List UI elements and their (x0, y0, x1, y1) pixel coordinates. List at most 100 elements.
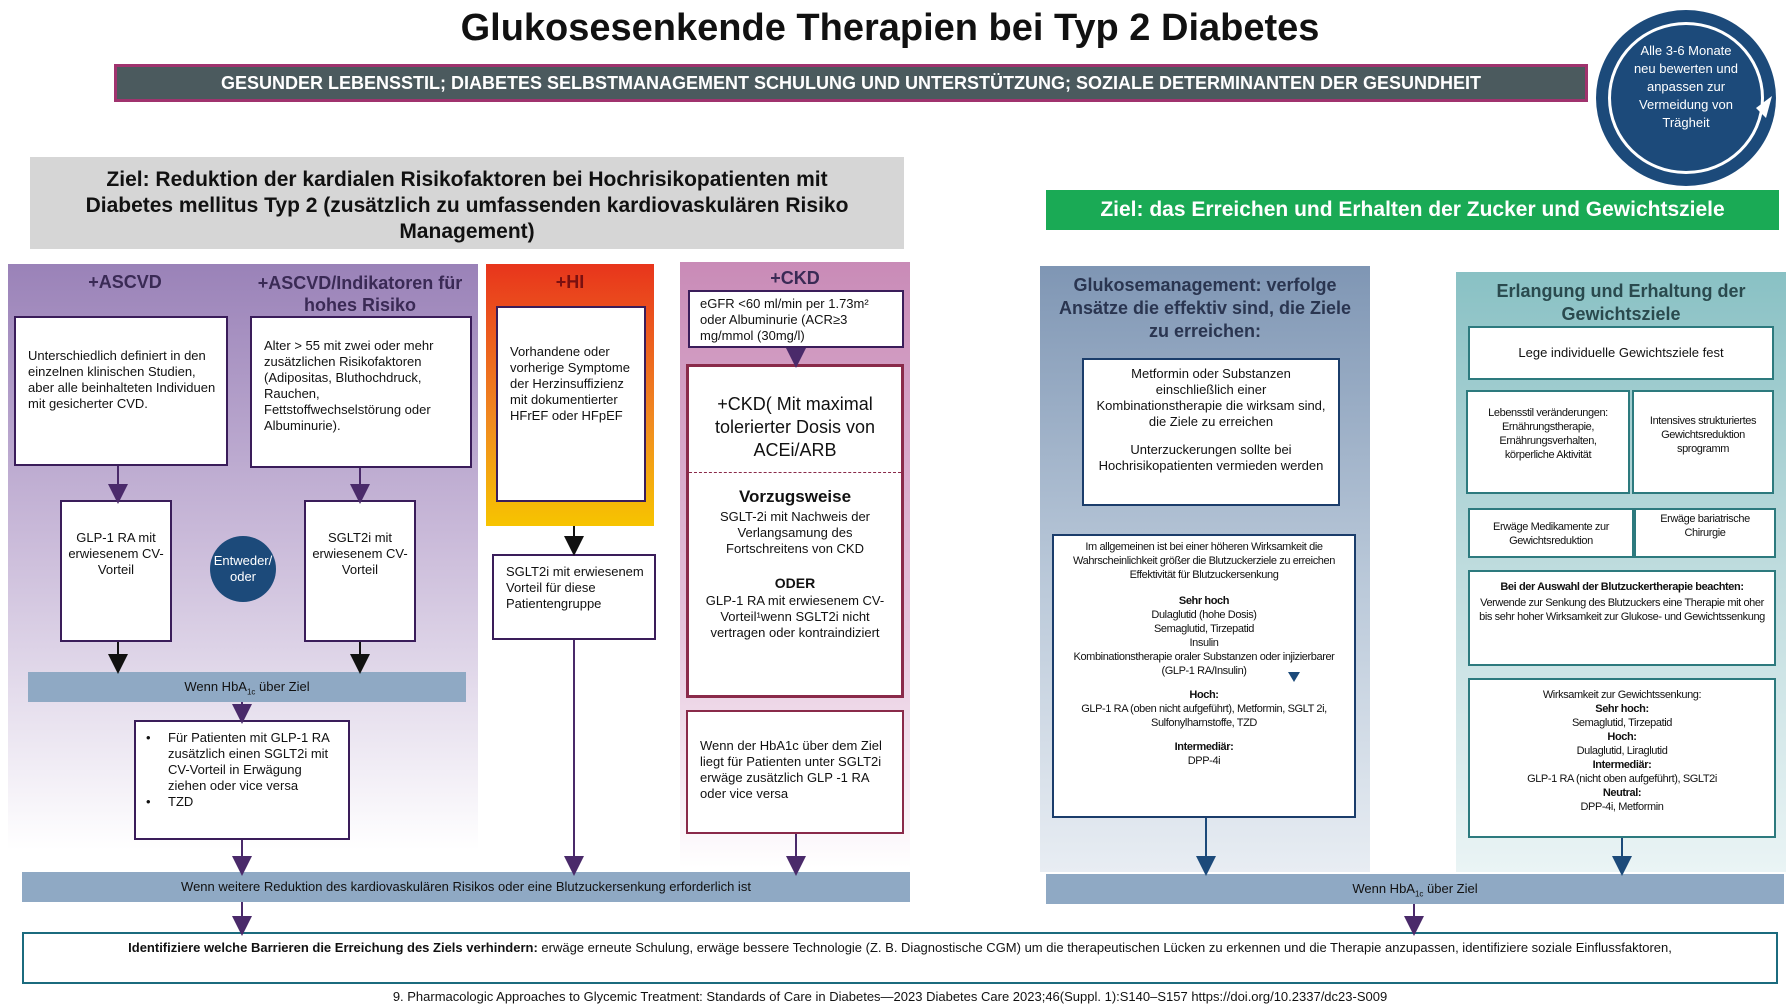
metformin-box: Metformin oder Substanzen einschließlich… (1082, 358, 1340, 506)
weight-header: Erlangung und Erhaltung der Gewichtsziel… (1496, 281, 1746, 324)
weight-efficacy-title: Wirksamkeit zur Gewichtssenkung: (1542, 689, 1702, 701)
hba1c-bar-right-end: über Ziel (1423, 881, 1478, 896)
therapy-choice-text: Verwende zur Senkung des Blutzuckers ein… (1479, 597, 1765, 623)
intensive-program-text: Intensives strukturiertes Gewichtsredukt… (1649, 415, 1757, 455)
very-high-item2: Semaglutid, Tirzepatid (1153, 623, 1255, 635)
further-reduction-bar: Wenn weitere Reduktion des kardiovaskulä… (22, 872, 910, 902)
hi-sglt2i-text: SGLT2i mit erwiesenem Vorteil für diese … (506, 564, 644, 611)
weight-high-title: Hoch: (1607, 731, 1637, 743)
hba1c-bar-right-text: Wenn HbA (1352, 881, 1415, 896)
ckd-followup-box: Wenn der HbA1c über dem Ziel liegt für P… (686, 710, 904, 834)
hi-description: Vorhandene oder vorherige Symptome der H… (496, 306, 646, 502)
right-goal-header: Ziel: das Erreichen und Erhalten der Zuc… (1046, 190, 1779, 230)
weight-meds-text: Erwäge Medikamente zur Gewichtsreduktion (1493, 521, 1609, 547)
weight-neutral-title: Neutral: (1602, 787, 1642, 799)
sglt2i-cv-box: SGLT2i mit erwiesenem CV-Vorteil (304, 500, 416, 642)
very-high-item3: Insulin (1189, 637, 1219, 649)
weight-neutral-text: DPP-4i, Metformin (1580, 801, 1664, 813)
cycle-inner-ring (1608, 22, 1764, 174)
glucose-efficacy-intro: Im allgemeinen ist bei einer höheren Wir… (1073, 541, 1335, 567)
cycle-text: Alle 3-6 Monate neu bewerten und anpasse… (1633, 43, 1739, 130)
very-high-item4: Kombinationstherapie oraler Substanzen o… (1073, 651, 1335, 677)
cycle-arrow-icon (1756, 96, 1772, 118)
lifestyle-banner: GESUNDER LEBENSSTIL; DIABETES SELBSTMANA… (114, 64, 1588, 102)
ckd-header: +CKD (770, 268, 820, 288)
ckd-therapy-box: +CKD( Mit maximal tolerierter Dosis von … (686, 364, 904, 698)
hi-header: +HI (555, 272, 585, 292)
lifestyle-banner-text: GESUNDER LEBENSSTIL; DIABETES SELBSTMANA… (220, 73, 1482, 93)
intensive-program-box: Intensives strukturiertes Gewichtsredukt… (1632, 390, 1774, 494)
hba1c-bar-left-end: über Ziel (255, 679, 310, 694)
ascvd-header: +ASCVD (88, 272, 162, 292)
bariatric-surgery-box: Erwäge bariatrische Chirurgie (1634, 508, 1776, 558)
reassess-cycle: Alle 3-6 Monate neu bewerten und anpasse… (1596, 10, 1776, 186)
barriers-bold: Identifiziere welche Barrieren die Errei… (128, 940, 538, 955)
citation: 9. Pharmacologic Approaches to Glycemic … (392, 989, 1388, 1004)
ckd-preferred-title: Vorzugsweise (738, 487, 852, 506)
hypoglycemia-text: Unterzuckerungen sollte bei Hochrisikopa… (1098, 442, 1324, 473)
weight-meds-box: Erwäge Medikamente zur Gewichtsreduktion (1468, 508, 1634, 558)
high-title: Hoch: (1189, 689, 1219, 701)
ascvd-risk-description-text: Alter > 55 mit zwei oder mehr zusätzlich… (264, 338, 434, 433)
weight-very-high-text: Semaglutid, Tirzepatid (1571, 717, 1673, 729)
ckd-dose-text: +CKD( Mit maximal tolerierter Dosis von … (714, 394, 876, 460)
lifestyle-change-box: Lebensstil veränderungen: Ernährungsther… (1466, 390, 1630, 494)
barriers-box: Identifiziere welche Barrieren die Errei… (22, 932, 1778, 984)
barriers-text: erwäge erneute Schulung, erwäge bessere … (537, 940, 1672, 955)
further-reduction-text: Wenn weitere Reduktion des kardiovaskulä… (181, 879, 751, 894)
weight-very-high-title: Sehr hoch: (1595, 703, 1649, 715)
ascvd-risk-description: Alter > 55 mit zwei oder mehr zusätzlich… (250, 316, 472, 468)
ckd-alternative-text: GLP-1 RA mit erwiesenem CV-Vorteil¹wenn … (705, 593, 885, 640)
very-high-title: Sehr hoch (1178, 595, 1230, 607)
ckd-criteria: eGFR <60 ml/min per 1.73m² oder Albuminu… (688, 290, 904, 348)
hba1c-bar-left-text: Wenn HbA (184, 679, 247, 694)
glucose-header: Glukosemanagement: verfolge Ansätze die … (1058, 275, 1352, 341)
ckd-divider (689, 472, 901, 473)
glp1-ra-text: GLP-1 RA mit erwiesenem CV-Vorteil (68, 530, 164, 577)
bullet: • (146, 730, 151, 745)
left-goal-header: Ziel: Reduktion der kardialen Risikofakt… (30, 157, 904, 249)
therapy-choice-title: Bei der Auswahl der Blutzuckertherapie b… (1500, 581, 1744, 593)
weight-intermediate-text: GLP-1 RA (nicht oben aufgeführt), SGLT2i (1527, 773, 1717, 785)
ckd-preferred-text: SGLT-2i mit Nachweis der Verlangsamung d… (719, 509, 871, 556)
ascvd-arrows (108, 466, 370, 504)
weight-high-text: Dulaglutid, Liraglutid (1576, 745, 1668, 757)
hba1c-subscript: 1c (246, 687, 256, 697)
glp1-ra-box: GLP-1 RA mit erwiesenem CV-Vorteil (60, 500, 172, 642)
glp1-followup-item2: • TZD (146, 794, 338, 810)
therapy-choice-box: Bei der Auswahl der Blutzuckertherapie b… (1468, 570, 1776, 666)
glp1-followup-item1-text: Für Patienten mit GLP-1 RA zusätzlich ei… (168, 730, 330, 793)
hba1c-over-goal-bar-left: Wenn HbA1c über Ziel (28, 672, 466, 702)
very-high-item1: Dulaglutid (hohe Dosis) (1151, 609, 1257, 621)
ckd-criteria-text: eGFR <60 ml/min per 1.73m² oder Albuminu… (700, 296, 869, 343)
glp1-followup-item1: • Für Patienten mit GLP-1 RA zusätzlich … (146, 730, 338, 794)
drug-to-bar-arrows (108, 526, 584, 674)
bariatric-surgery-text: Erwäge bariatrische Chirurgie (1660, 513, 1750, 539)
metformin-text: Metformin oder Substanzen einschließlich… (1096, 366, 1326, 429)
blue-arrows (1196, 818, 1632, 876)
ascvd-description: Unterschiedlich definiert in den einzeln… (14, 316, 228, 466)
small-triangle-icon (1288, 672, 1300, 682)
glucose-efficacy-label: Effektivität für Blutzuckersenkung (1129, 569, 1279, 581)
weight-intermediate-title: Intermediär: (1592, 759, 1652, 771)
weight-goal-box: Lege individuelle Gewichtsziele fest (1468, 326, 1774, 380)
either-or-badge: Entweder/ oder (210, 536, 276, 602)
ascvd-description-text: Unterschiedlich definiert in den einzeln… (28, 348, 216, 411)
intermediate-title: Intermediär: (1174, 741, 1234, 753)
ckd-followup-text: Wenn der HbA1c über dem Ziel liegt für P… (700, 738, 882, 801)
ascvd-risk-header: +ASCVD/Indikatoren für hohes Risiko (257, 273, 463, 315)
weight-efficacy-box: Wirksamkeit zur Gewichtssenkung: Sehr ho… (1468, 678, 1776, 838)
hi-description-text: Vorhandene oder vorherige Symptome der H… (510, 344, 630, 423)
intermediate-text: DPP-4i (1187, 755, 1221, 767)
bullet: • (146, 794, 151, 809)
lifestyle-change-text: Lebensstil veränderungen: Ernährungsther… (1488, 407, 1608, 461)
glucose-efficacy-box: Im allgemeinen ist bei einer höheren Wir… (1052, 534, 1356, 818)
glp1-followup-item2-text: TZD (168, 794, 194, 809)
sglt2i-cv-text: SGLT2i mit erwiesenem CV-Vorteil (312, 530, 408, 577)
hba1c-over-goal-bar-right: Wenn HbA1c über Ziel (1046, 874, 1784, 904)
purple-arrows (232, 348, 1424, 936)
weight-goal-text: Lege individuelle Gewichtsziele fest (1518, 345, 1724, 360)
hba1c-subscript-right: 1c (1414, 889, 1424, 899)
ckd-or: ODER (774, 575, 816, 591)
